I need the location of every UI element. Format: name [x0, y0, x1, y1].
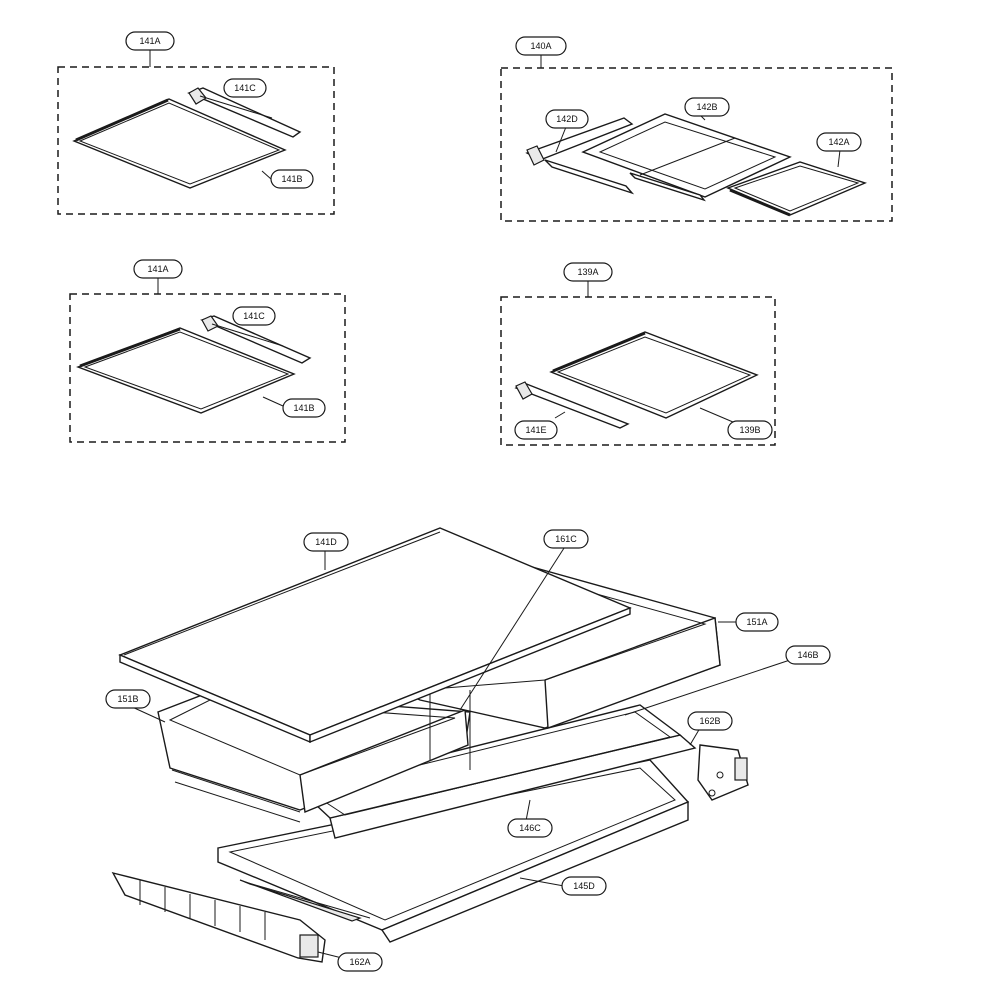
- bracket-162A: [111, 871, 326, 963]
- callout-142A: 142A: [816, 132, 862, 152]
- callout-label: 141B: [281, 174, 302, 184]
- callout-146B: 146B: [785, 645, 831, 665]
- drawer-151A-front: [544, 617, 721, 729]
- callout-161C: 161C: [543, 529, 589, 549]
- callout-145D: 145D: [561, 876, 607, 896]
- callout-label: 161C: [555, 534, 577, 544]
- callout-label: 146B: [797, 650, 818, 660]
- callout-139A: 139A: [563, 262, 613, 282]
- callout-146C: 146C: [507, 818, 553, 838]
- callout-label: 141C: [234, 83, 256, 93]
- callout-141E: 141E: [514, 420, 558, 440]
- callout-label: 140A: [530, 41, 551, 51]
- callout-label: 141A: [139, 36, 160, 46]
- callout-141D: 141D: [303, 532, 349, 552]
- dashed-frame: [57, 66, 335, 215]
- callout-139B: 139B: [727, 420, 773, 440]
- callout-label: 141E: [525, 425, 546, 435]
- callout-141B-1: 141B: [270, 169, 314, 189]
- callout-151B: 151B: [105, 689, 151, 709]
- callout-label: 139B: [739, 425, 760, 435]
- callout-label: 151B: [117, 694, 138, 704]
- assembly-140A: [500, 54, 893, 222]
- dashed-frame: [500, 296, 776, 446]
- leader-lines: [129, 544, 791, 959]
- callout-151A: 151A: [735, 612, 779, 632]
- callout-141C-2: 141C: [232, 306, 276, 326]
- assembly-141A-top: [57, 50, 335, 215]
- assembly-141A-middle: [69, 278, 346, 443]
- assembly-139A: [500, 281, 776, 446]
- callout-141C-1: 141C: [223, 78, 267, 98]
- callout-140A: 140A: [515, 36, 567, 56]
- callout-142D: 142D: [545, 109, 589, 129]
- callout-label: 151A: [746, 617, 767, 627]
- dashed-frame: [69, 293, 346, 443]
- drawer-151B-front: [299, 709, 469, 813]
- callout-label: 141A: [147, 264, 168, 274]
- callout-label: 142A: [828, 137, 849, 147]
- callout-label: 145D: [573, 881, 595, 891]
- callout-142B: 142B: [684, 97, 730, 117]
- callout-label: 141D: [315, 537, 337, 547]
- callout-label: 146C: [519, 823, 541, 833]
- callout-label: 141C: [243, 311, 265, 321]
- callout-label: 162B: [699, 716, 720, 726]
- tray-145D-edge: [380, 800, 689, 943]
- callout-label: 162A: [349, 957, 370, 967]
- callout-label: 142B: [696, 102, 717, 112]
- dashed-frame: [500, 67, 893, 222]
- callout-label: 142D: [556, 114, 578, 124]
- callout-162A: 162A: [337, 952, 383, 972]
- callout-141A-2: 141A: [133, 259, 183, 279]
- callout-141A-1: 141A: [125, 31, 175, 51]
- crisper-drawer-assembly: [111, 527, 749, 963]
- frame-142B: [581, 113, 792, 198]
- callout-162B: 162B: [687, 711, 733, 731]
- callout-141B-2: 141B: [282, 398, 326, 418]
- callout-label: 139A: [577, 267, 598, 277]
- callout-label: 141B: [293, 403, 314, 413]
